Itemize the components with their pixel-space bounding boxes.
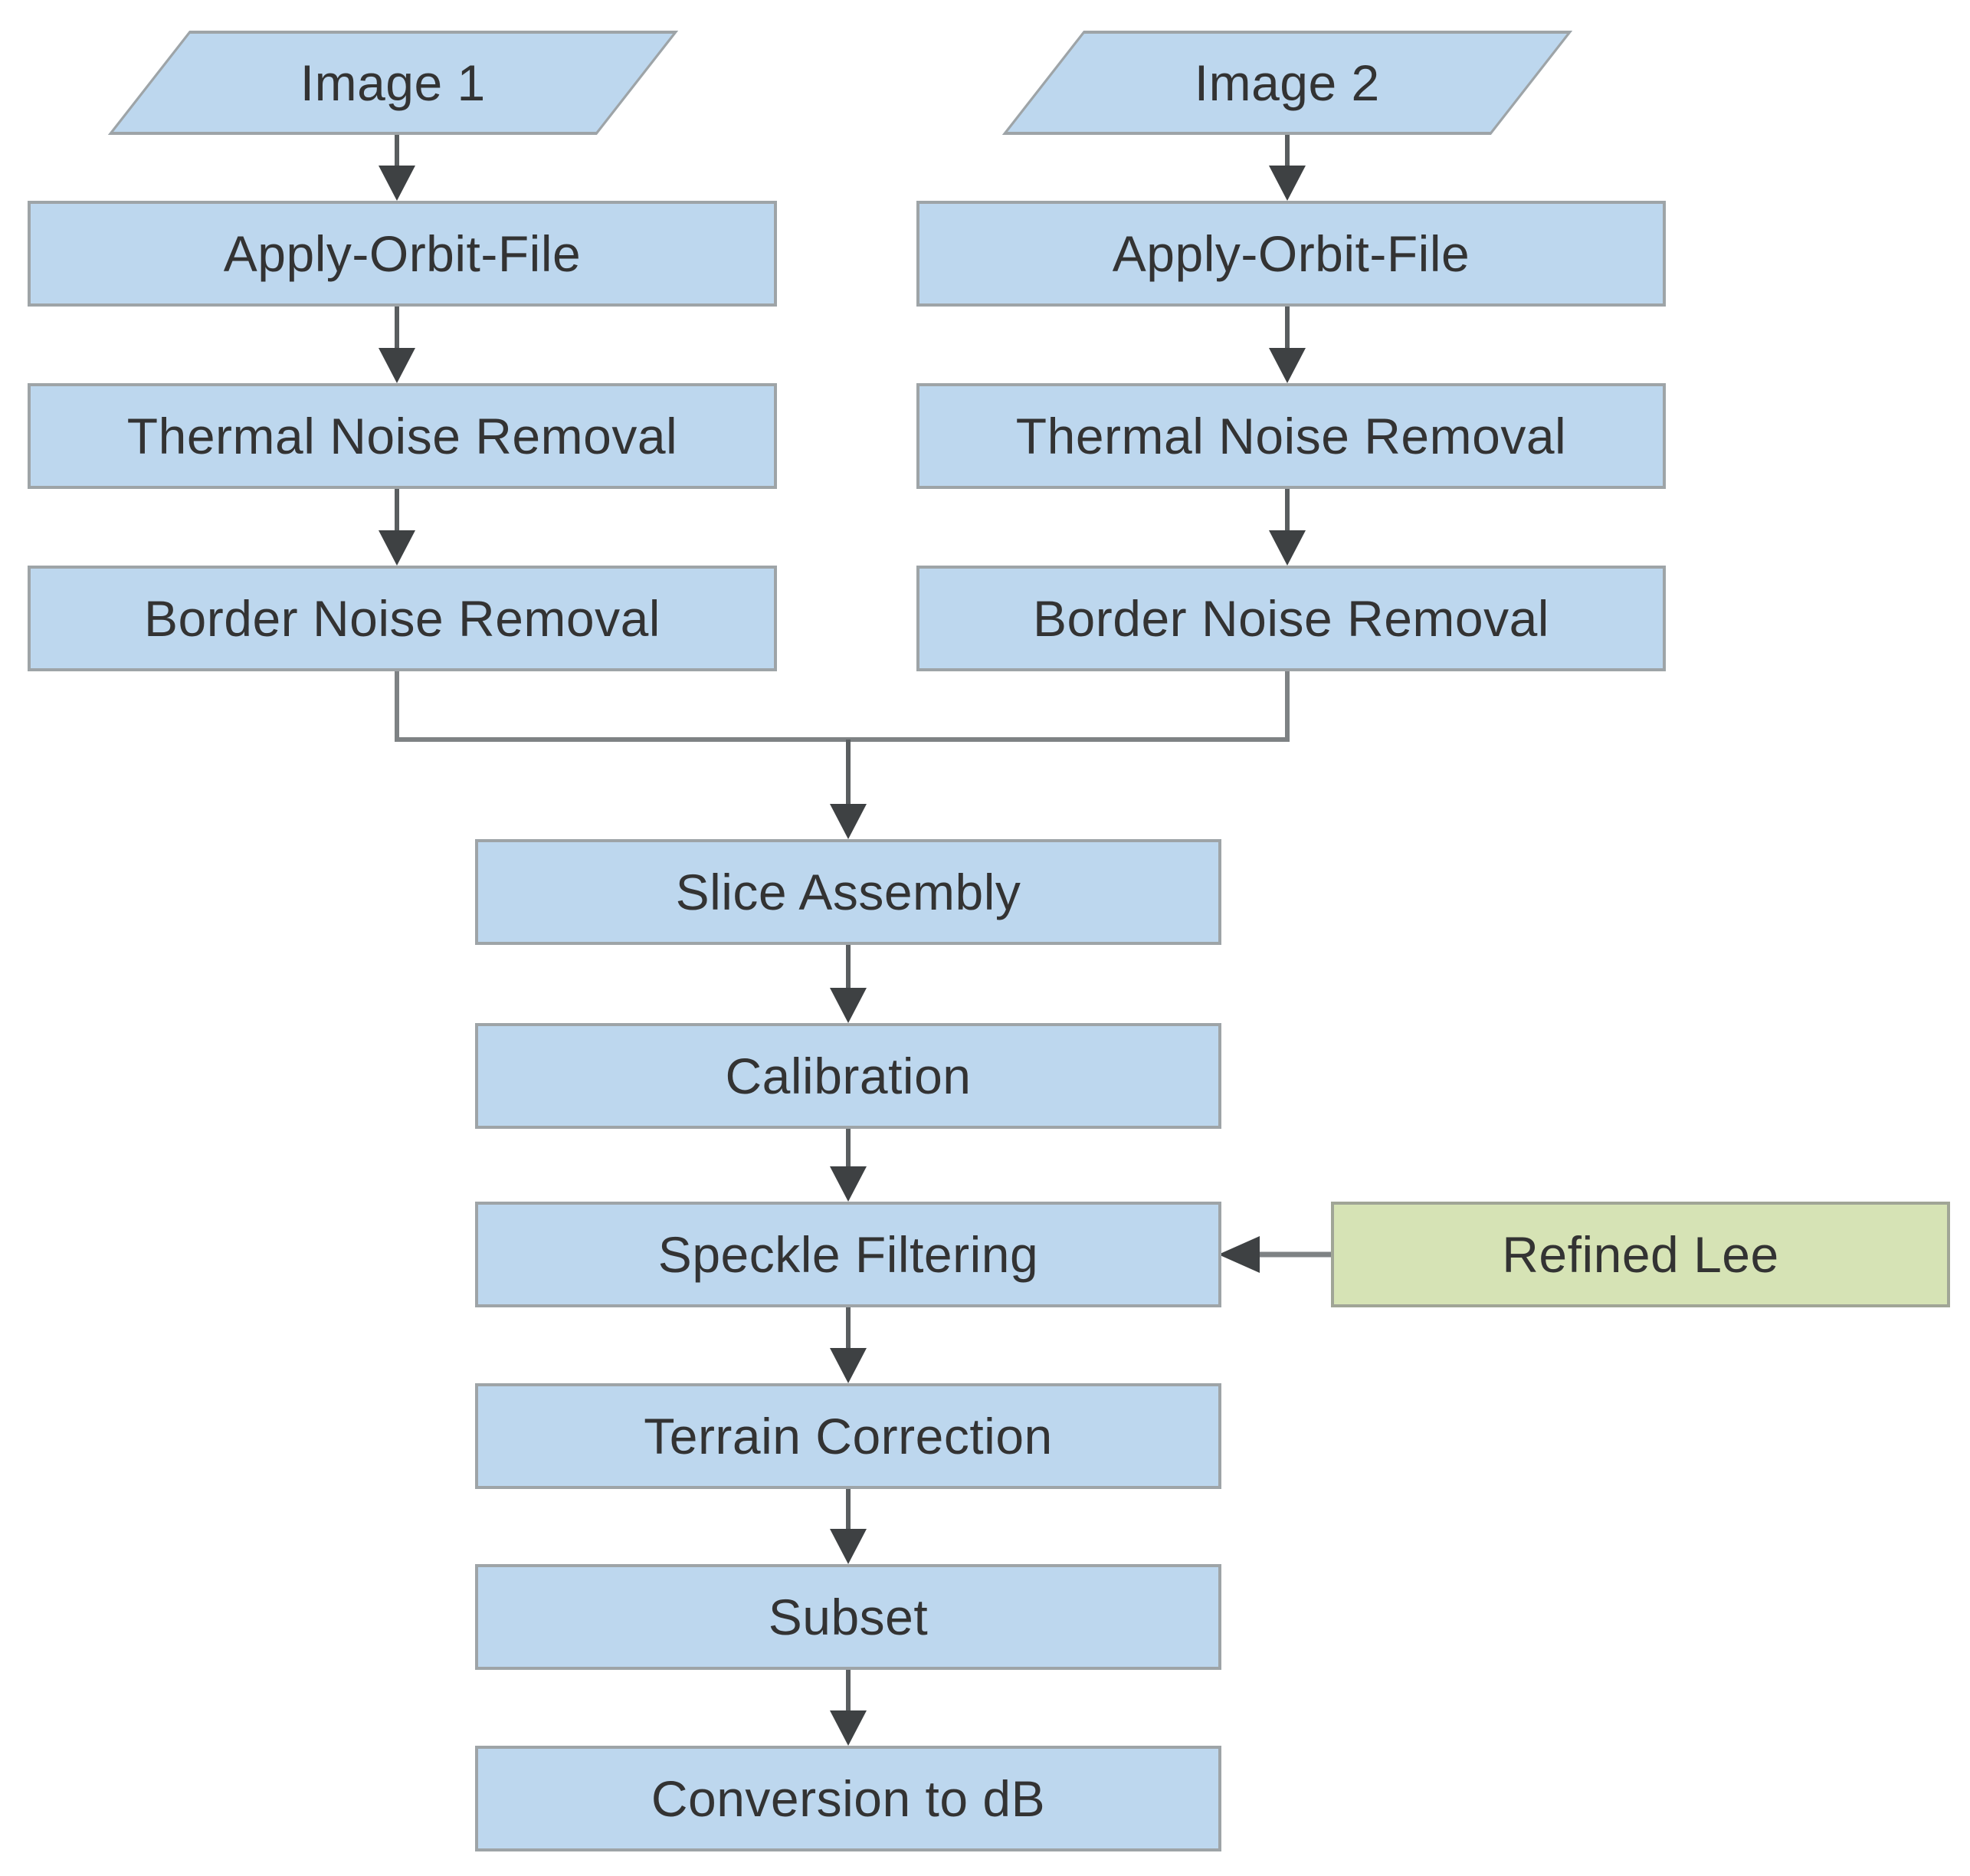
- node-apply-orbit-file-2: Apply-Orbit-File: [916, 201, 1666, 307]
- node-subset: Subset: [475, 1564, 1221, 1670]
- node-calibration: Calibration: [475, 1023, 1221, 1129]
- edge-thermal2-to-border2: [1269, 488, 1306, 566]
- node-image-1-label: Image 1: [300, 54, 486, 111]
- node-image-2: Image 2: [1001, 31, 1573, 135]
- node-image-2-label: Image 2: [1195, 54, 1380, 111]
- node-conversion-to-db: Conversion to dB: [475, 1746, 1221, 1851]
- edge-image1-to-apply1: [379, 135, 415, 201]
- node-apply-orbit-file-1: Apply-Orbit-File: [28, 201, 777, 307]
- node-border-noise-removal-1: Border Noise Removal: [28, 566, 777, 671]
- node-slice-assembly: Slice Assembly: [475, 839, 1221, 945]
- edge-border1-border2-merge-elbow: [395, 670, 1290, 742]
- edge-subset-to-conversion: [830, 1668, 867, 1746]
- edge-image2-to-apply2: [1269, 135, 1306, 201]
- edge-apply1-to-thermal1: [379, 306, 415, 383]
- node-speckle-filtering: Speckle Filtering: [475, 1202, 1221, 1307]
- node-image-1: Image 1: [107, 31, 679, 135]
- node-terrain-correction: Terrain Correction: [475, 1383, 1221, 1489]
- node-border-noise-removal-2: Border Noise Removal: [916, 566, 1666, 671]
- edge-merge-to-slice-assembly: [830, 740, 867, 839]
- edge-refined-lee-to-speckle: [1218, 1236, 1331, 1273]
- edge-calibration-to-speckle: [830, 1128, 867, 1202]
- edge-terrain-to-subset: [830, 1487, 867, 1564]
- edge-speckle-to-terrain: [830, 1307, 867, 1383]
- node-thermal-noise-removal-2: Thermal Noise Removal: [916, 383, 1666, 489]
- edge-slice-to-calibration: [830, 944, 867, 1023]
- node-refined-lee: Refined Lee: [1331, 1202, 1950, 1307]
- edge-apply2-to-thermal2: [1269, 306, 1306, 383]
- node-thermal-noise-removal-1: Thermal Noise Removal: [28, 383, 777, 489]
- edge-thermal1-to-border1: [379, 488, 415, 566]
